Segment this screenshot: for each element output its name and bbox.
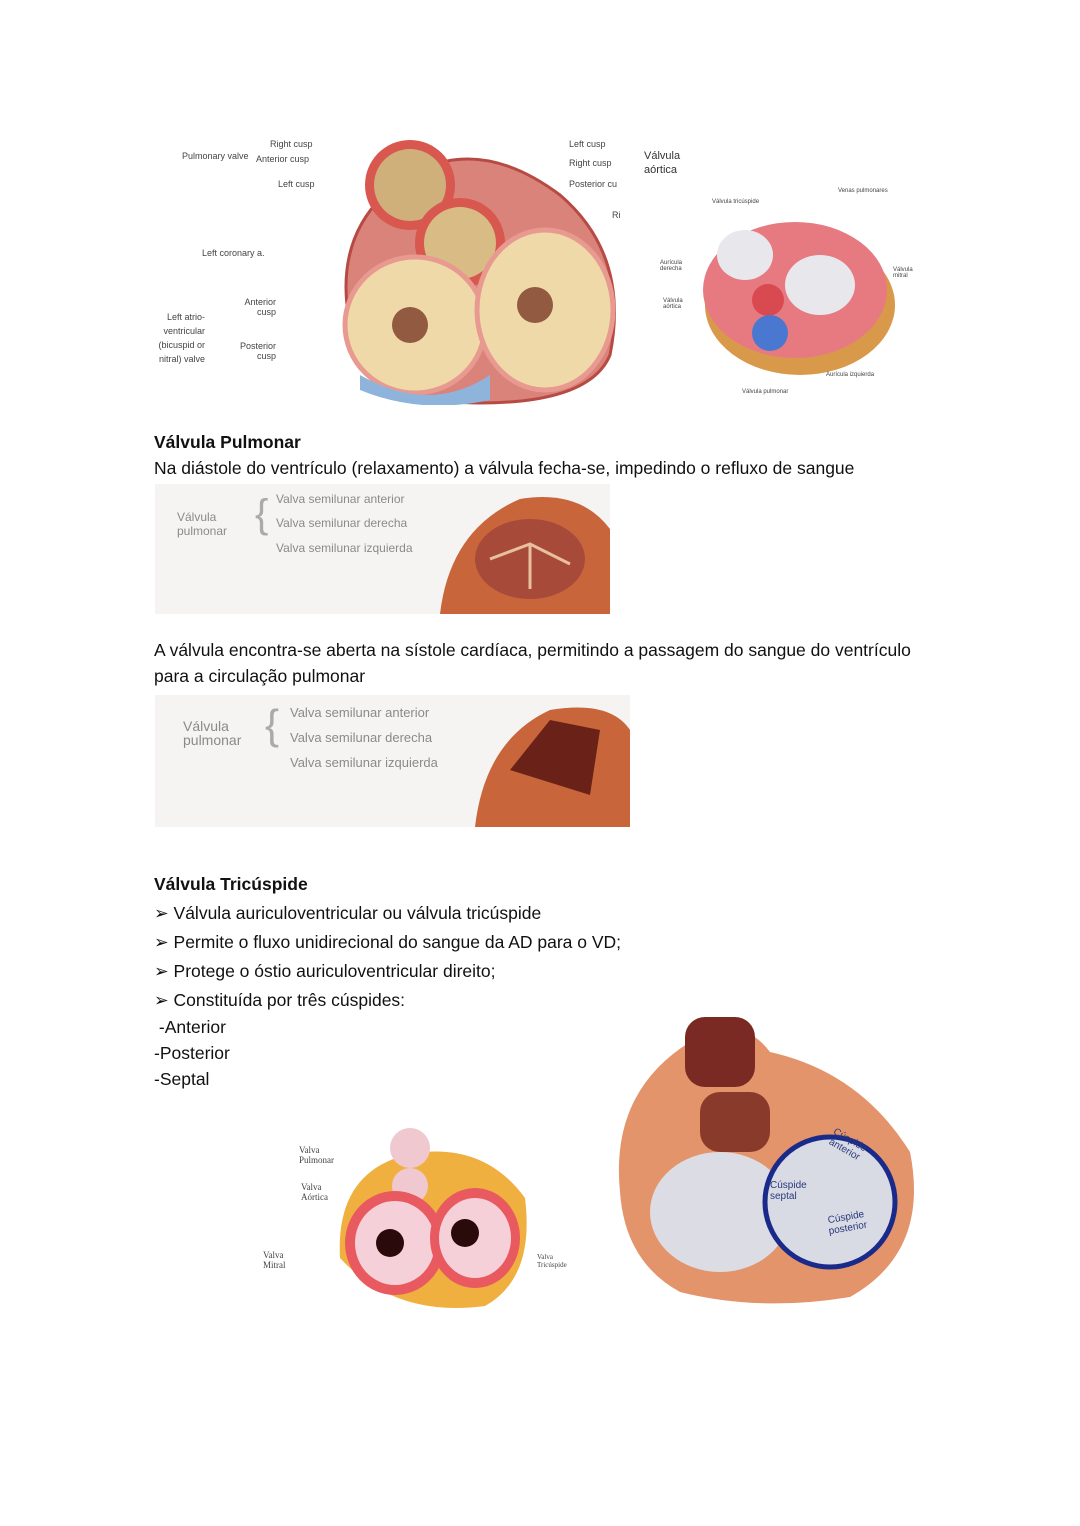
label: Posterior cu (569, 179, 618, 189)
list-item: -Septal (154, 1069, 210, 1089)
label: Pulmonary valve (182, 151, 249, 161)
label: Left cusp (278, 179, 315, 189)
label: Posterior cusp (239, 341, 276, 361)
label: Cúspide septal (770, 1180, 807, 1202)
arrowhead-icon: ➢ (154, 932, 174, 952)
label: Ri (612, 210, 621, 220)
label: Aurícula derecha (660, 260, 683, 272)
label: Valva semilunar izquierda (276, 541, 413, 555)
list-item: ➢ Permite o fluxo unidirecional do sangu… (154, 932, 622, 952)
paragraph: Na diástole do ventrículo (relaxamento) … (154, 458, 855, 478)
label: Válvula tricúspide (712, 199, 760, 205)
section-title: Válvula Tricúspide (154, 874, 308, 894)
arrowhead-icon: ➢ (154, 961, 174, 981)
label: Left cusp (569, 139, 606, 149)
label: Valva Mitral (263, 1250, 286, 1270)
label: Right cusp (569, 158, 612, 168)
label: Valva semilunar anterior (290, 705, 430, 720)
label: Valva Tricúspide (537, 1253, 567, 1269)
label: Válvula mitral (893, 267, 913, 279)
arrowhead-icon: ➢ (154, 990, 174, 1010)
label: Left coronary a. (202, 248, 265, 258)
label: Anterior cusp (256, 154, 310, 164)
list-item: ➢ Constituída por três cúspides: (154, 990, 406, 1010)
section-title: Válvula Pulmonar (154, 432, 301, 452)
tricuspid-illustration (618, 1017, 914, 1304)
list-item: ➢ Protege o óstio auriculoventricular di… (154, 961, 496, 981)
list-item: -Anterior (154, 1017, 226, 1037)
label: Aurícula izquierda (826, 372, 875, 378)
list-item: ➢ Válvula auriculoventricular ou válvula… (154, 903, 542, 923)
label: Válvula pulmonar (183, 718, 242, 748)
heart-valves-illustration (342, 140, 616, 405)
figure-pulmonary-open: Válvula pulmonar { Valva semilunar anter… (155, 695, 630, 827)
paragraph: A válvula encontra-se aberta na sístole … (154, 640, 911, 686)
heart-section-illustration (339, 1128, 527, 1308)
label: Valva semilunar izquierda (290, 755, 438, 770)
label: Anterior cusp (244, 297, 276, 317)
bullet-list: ➢ Válvula auriculoventricular ou válvula… (154, 900, 621, 1092)
label: Right cusp (270, 139, 313, 149)
label: Left atrio-ventricular (bicuspid or nitr… (158, 312, 205, 364)
label: Valva semilunar derecha (290, 730, 433, 745)
figure-pulmonary-closed: Válvula pulmonar { Valva semilunar anter… (155, 484, 610, 614)
label: Válvula pulmonar (177, 510, 228, 538)
label: Valva Pulmonar (299, 1145, 334, 1165)
atria-illustration (703, 222, 895, 375)
label: Valva semilunar anterior (276, 492, 405, 506)
label: Válvula aórtica (663, 298, 683, 310)
arrowhead-icon: ➢ (154, 903, 174, 923)
list-item: -Posterior (154, 1043, 230, 1063)
label: Venas pulmonares (838, 188, 888, 194)
label: Valva semilunar derecha (276, 516, 408, 530)
label: Válvula pulmonar (742, 389, 789, 395)
label: Válvula aórtica (644, 150, 681, 176)
label: Valva Aórtica (301, 1182, 328, 1202)
